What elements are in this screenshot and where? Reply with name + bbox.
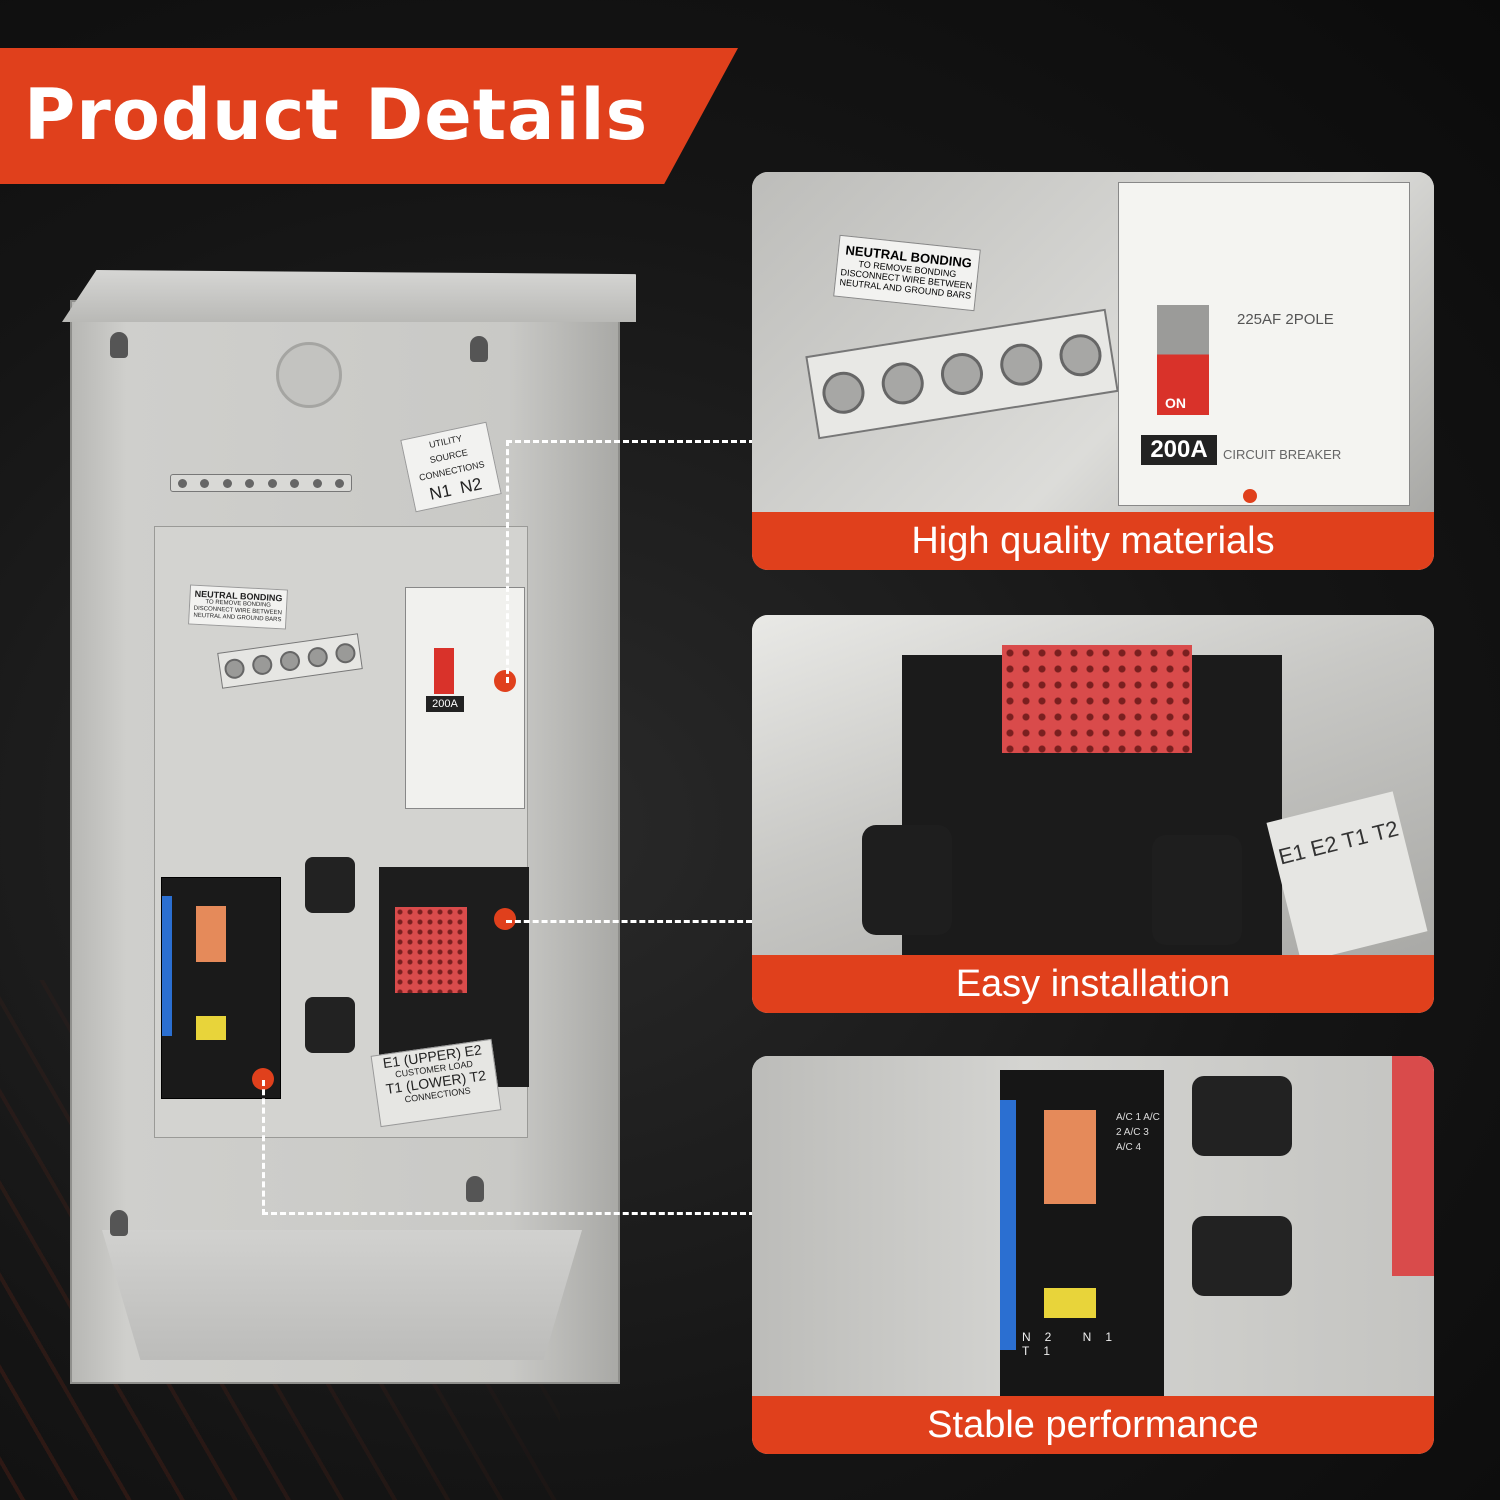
circuit-breaker: 200A xyxy=(405,587,525,809)
solenoid-coil xyxy=(1152,835,1242,945)
breaker-switch xyxy=(434,648,454,694)
contactor-red-block xyxy=(1002,645,1192,753)
detail-panel-performance: A/C 1 A/C 2 A/C 3 A/C 4 N2 N1 T1 Stable … xyxy=(752,1056,1434,1454)
keyhole-icon xyxy=(110,332,128,358)
contactor-red-block xyxy=(1392,1056,1434,1276)
control-board: A/C 1 A/C 2 A/C 3 A/C 4 N2 N1 T1 xyxy=(1000,1070,1164,1400)
breaker-closeup-photo: NEUTRAL BONDING TO REMOVE BONDING DISCON… xyxy=(752,172,1434,512)
solenoid-assembly xyxy=(1182,1056,1302,1396)
solenoid-coil xyxy=(305,857,355,913)
contactor-closeup-photo: E1 E2 T1 T2 xyxy=(752,615,1434,963)
solenoid-coil xyxy=(305,997,355,1053)
panel-caption: Easy installation xyxy=(752,955,1434,1013)
neutral-bonding-sticker: NEUTRAL BONDING TO REMOVE BONDING DISCON… xyxy=(833,234,981,312)
enclosure-lid xyxy=(62,270,636,322)
mounting-plate: NEUTRAL BONDING TO REMOVE BONDING DISCON… xyxy=(154,526,529,1138)
neutral-bar xyxy=(805,308,1119,440)
connection-sticker: E1 E2 T1 T2 xyxy=(1266,791,1428,963)
neutral-bar xyxy=(217,633,363,689)
title-banner xyxy=(0,48,738,184)
panel-caption: High quality materials xyxy=(752,512,1434,570)
detail-panel-installation: E1 E2 T1 T2 Easy installation xyxy=(752,615,1434,1013)
contactor-red-block xyxy=(395,907,467,993)
control-board-closeup-photo: A/C 1 A/C 2 A/C 3 A/C 4 N2 N1 T1 xyxy=(752,1056,1434,1400)
ground-bus-bar xyxy=(170,474,352,492)
enclosure-bottom xyxy=(102,1230,582,1360)
panel-caption: Stable performance xyxy=(752,1396,1434,1454)
solenoid-coil xyxy=(862,825,952,935)
connector-line xyxy=(506,920,752,923)
control-board xyxy=(161,877,281,1099)
enclosure-photo: UTILITY SOURCE CONNECTIONS N1 N2 NEUTRAL… xyxy=(62,270,636,1390)
neutral-bonding-sticker: NEUTRAL BONDING TO REMOVE BONDING DISCON… xyxy=(188,584,288,630)
circuit-breaker: ON 225AF 2POLE 200A CIRCUIT BREAKER xyxy=(1118,182,1410,506)
callout-dot-board xyxy=(252,1068,274,1090)
breaker-switch xyxy=(1157,305,1209,415)
connector-line xyxy=(262,1080,755,1215)
connector-line xyxy=(506,440,755,683)
keyhole-icon xyxy=(466,1176,484,1202)
knockout-hole xyxy=(276,342,342,408)
callout-dot-breaker xyxy=(494,670,516,692)
page-title: Product Details xyxy=(24,74,649,156)
detail-panel-materials: NEUTRAL BONDING TO REMOVE BONDING DISCON… xyxy=(752,172,1434,570)
keyhole-icon xyxy=(110,1210,128,1236)
callout-dot-contactor xyxy=(494,908,516,930)
indicator-light xyxy=(1243,489,1257,503)
keyhole-icon xyxy=(470,336,488,362)
